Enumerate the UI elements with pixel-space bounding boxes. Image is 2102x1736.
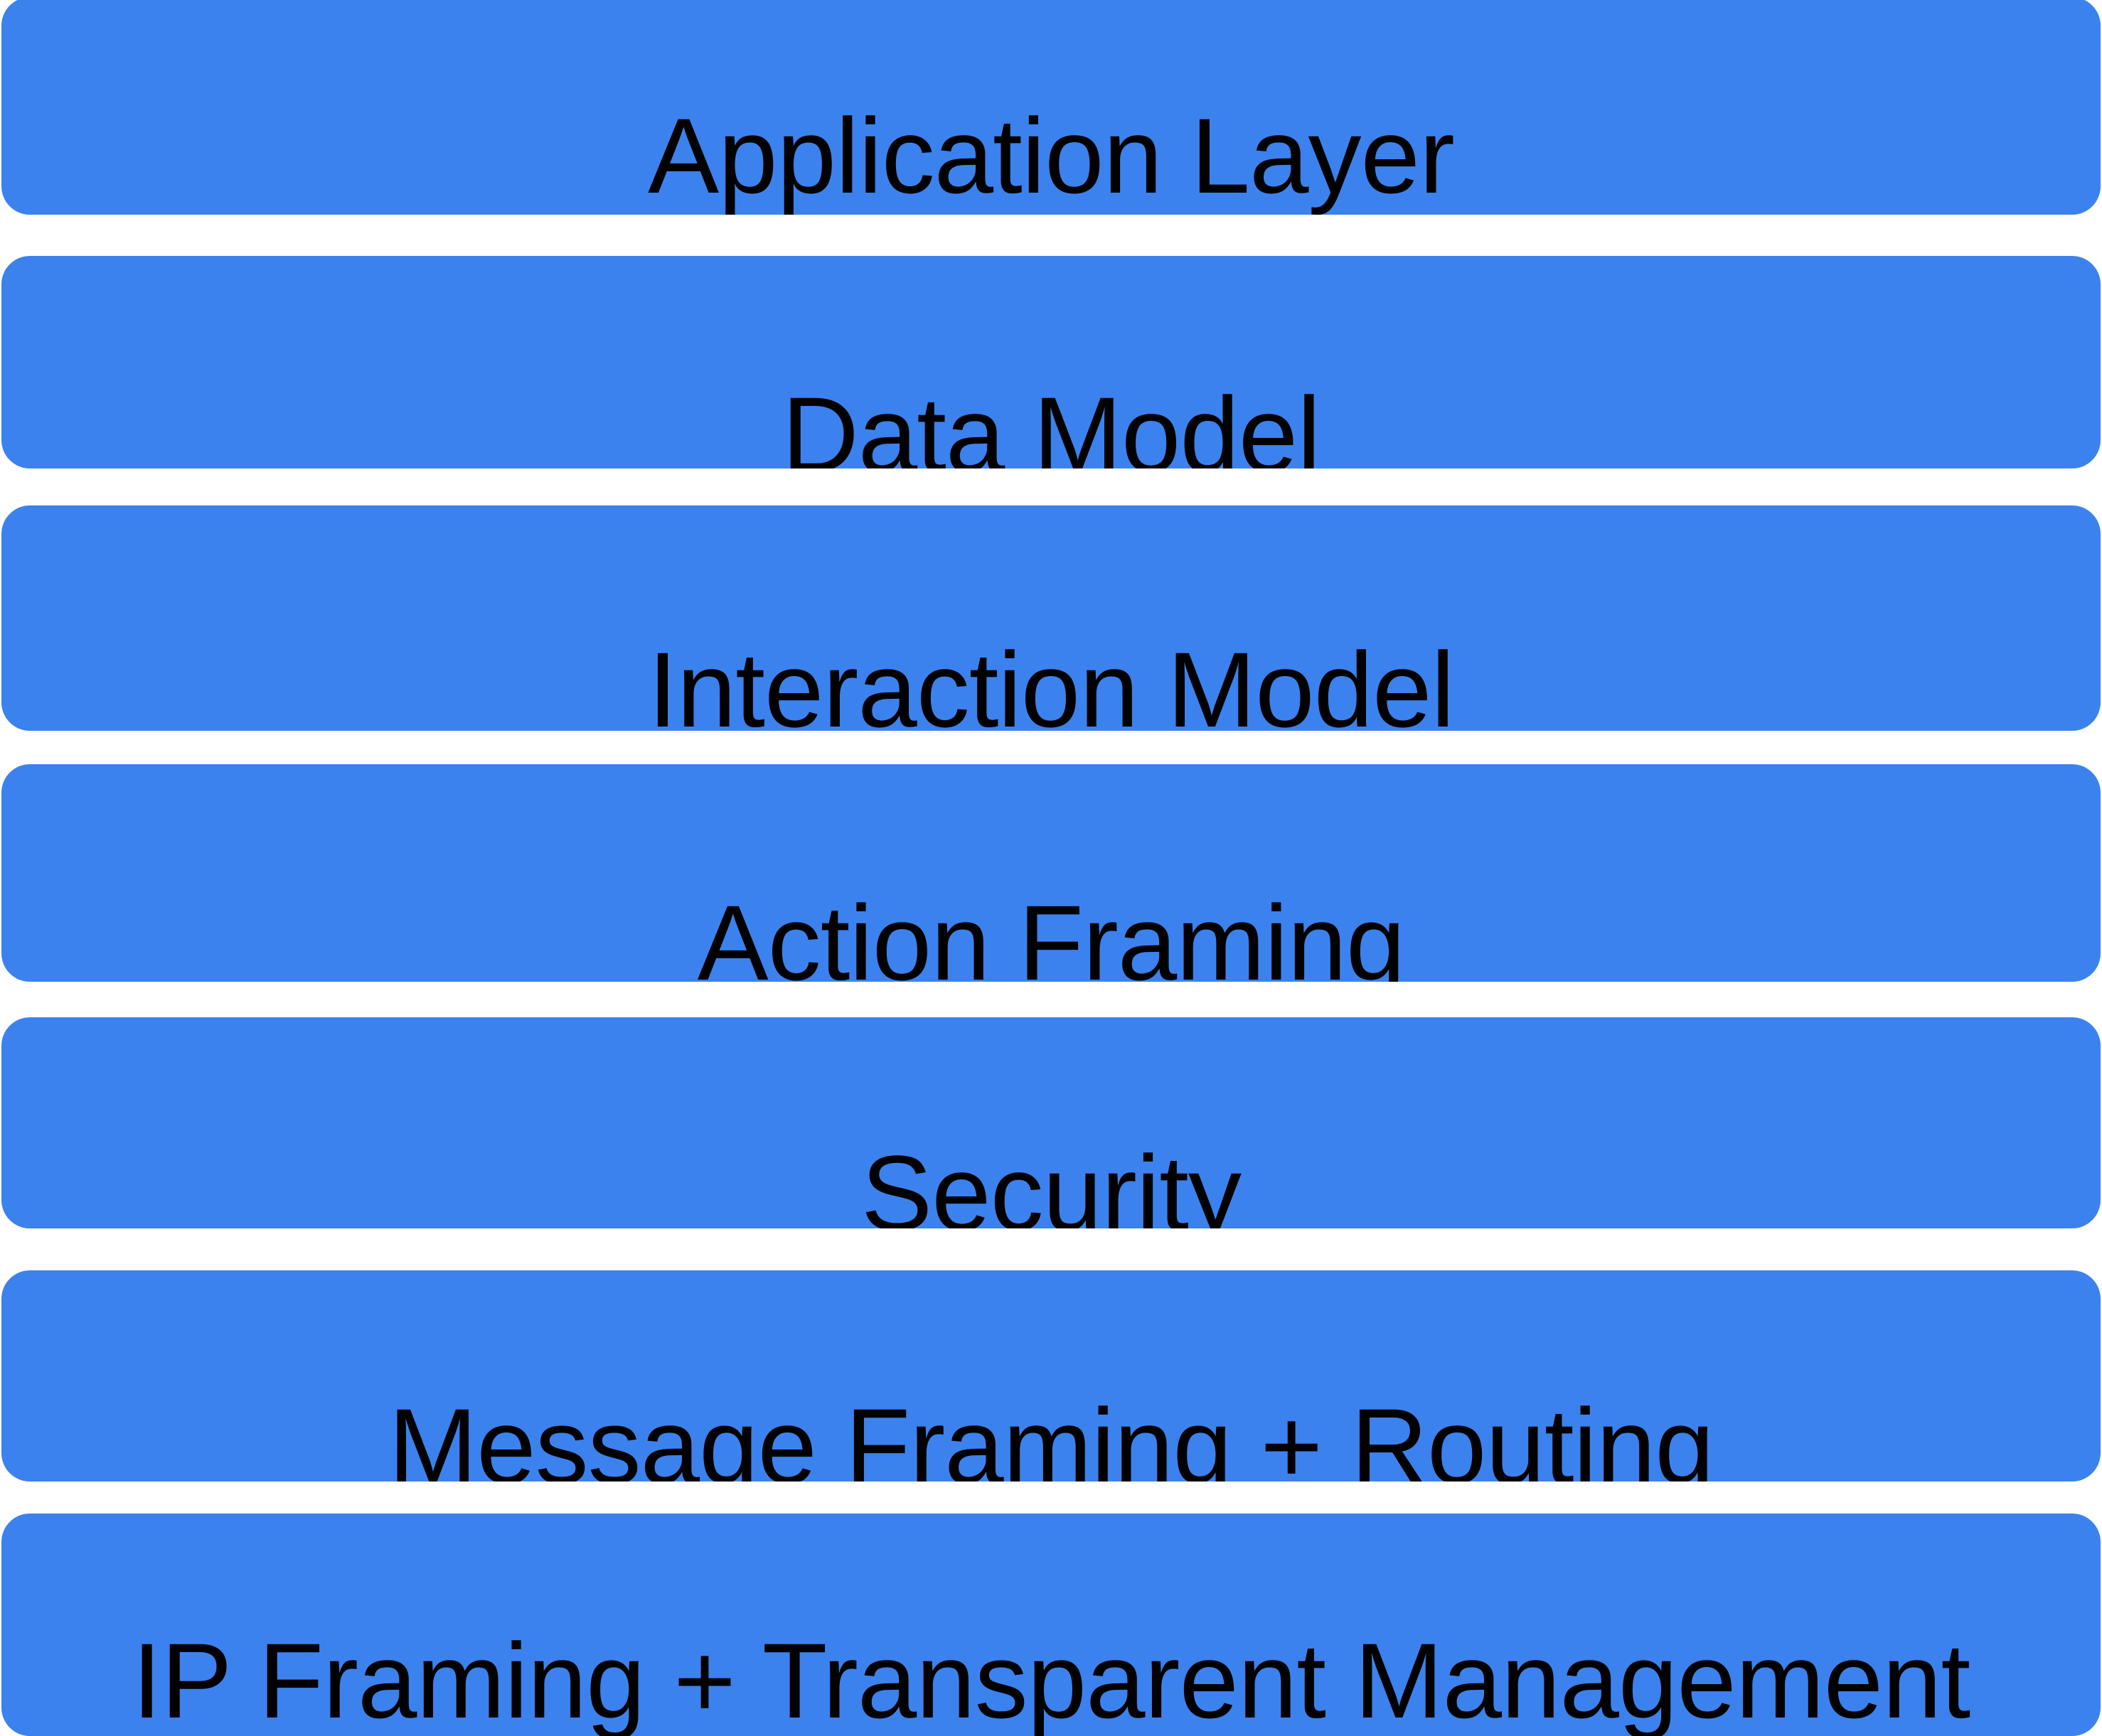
layer-bar-security[interactable]: Security: [1, 1017, 2101, 1228]
layer-label-data-model: Data Model: [781, 375, 1321, 468]
layer-label-security: Security: [861, 1133, 1242, 1228]
layer-bar-action-framing[interactable]: Action Framing: [1, 764, 2101, 982]
layer-bar-interaction-model[interactable]: Interaction Model: [1, 505, 2101, 731]
layer-bar-application-layer[interactable]: Application Layer: [1, 0, 2101, 215]
layer-label-ip-framing-transparent-management: IP Framing + Transparent Management: [132, 1621, 1970, 1736]
layer-label-action-framing: Action Framing: [697, 883, 1406, 982]
layer-bar-ip-framing-transparent-management[interactable]: IP Framing + Transparent Management: [1, 1513, 2101, 1736]
layer-label-message-framing-routing: Message Framing + Routing: [388, 1386, 1714, 1482]
layer-label-application-layer: Application Layer: [648, 96, 1455, 215]
layer-bar-data-model[interactable]: Data Model: [1, 256, 2101, 468]
layer-label-interaction-model: Interaction Model: [648, 630, 1455, 731]
layer-bar-message-framing-routing[interactable]: Message Framing + Routing: [1, 1270, 2101, 1482]
